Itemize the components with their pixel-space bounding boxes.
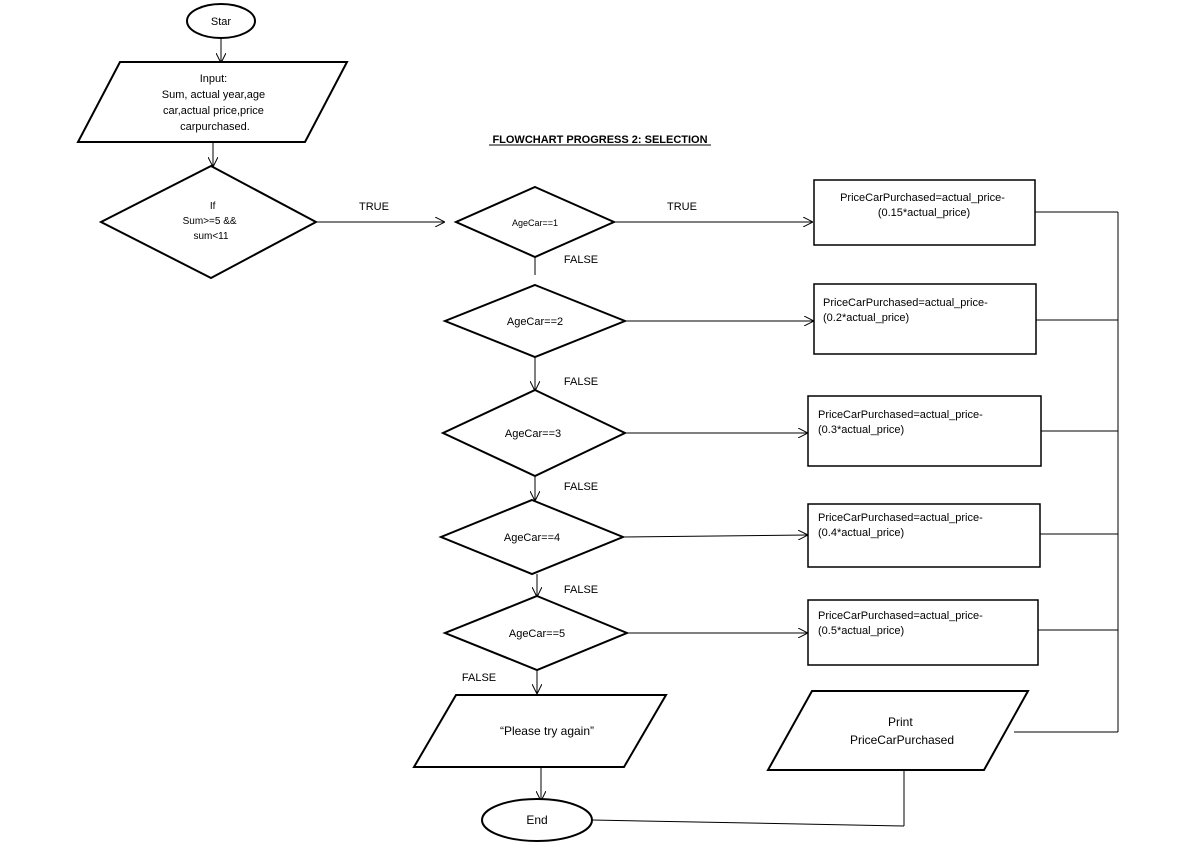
process-box-2-text: PriceCarPurchased=actual_price- (0.2*act… — [823, 297, 991, 324]
decision-agecar-1-label: AgeCar==1 — [512, 218, 558, 228]
print-output — [766, 690, 1030, 771]
main-decision-text: If Sum>=5 && sum<11 — [183, 201, 240, 242]
d1-false-label: FALSE — [564, 254, 598, 266]
decision-agecar-5-label: AgeCar==5 — [509, 628, 565, 640]
connector-d4-box — [622, 535, 807, 537]
main-true-label: TRUE — [359, 201, 389, 213]
main-decision-diamond — [98, 164, 319, 280]
input-parallelogram — [76, 61, 349, 143]
d5-false-label: FALSE — [462, 672, 496, 684]
end-terminal — [481, 798, 593, 842]
d4-false-label: FALSE — [564, 584, 598, 596]
process-box-1 — [813, 179, 1036, 246]
decision-agecar-3-label: AgeCar==3 — [505, 428, 561, 440]
d2-false-label: FALSE — [564, 376, 598, 388]
process-box-5 — [807, 599, 1039, 666]
d1-true-label: TRUE — [667, 201, 697, 213]
decision-agecar-4-label: AgeCar==4 — [504, 532, 560, 544]
d3-false-label: FALSE — [564, 481, 598, 493]
process-box-3-text: PriceCarPurchased=actual_price- (0.3*act… — [818, 409, 986, 436]
input-text: Input: Sum, actual year,age car,actual p… — [162, 73, 268, 133]
end-label: End — [526, 813, 547, 827]
process-box-4 — [807, 503, 1041, 568]
process-box-4-text: PriceCarPurchased=actual_price- (0.4*act… — [818, 512, 986, 539]
process-box-5-text: PriceCarPurchased=actual_price- (0.5*act… — [818, 610, 986, 637]
print-text: Print PriceCarPurchased — [850, 715, 954, 747]
connector-print-end-h — [591, 819, 905, 827]
process-box-1-text: PriceCarPurchased=actual_price- (0.15*ac… — [840, 192, 1008, 219]
try-again-output — [412, 694, 668, 768]
try-again-text: “Please try again” — [500, 724, 594, 738]
diagram-title: FLOWCHART PROGRESS 2: SELECTION — [492, 134, 707, 146]
process-box-3 — [807, 395, 1042, 467]
process-box-2 — [813, 283, 1037, 355]
decision-agecar-4 — [438, 498, 626, 576]
start-label: Star — [211, 16, 232, 28]
decision-agecar-2-label: AgeCar==2 — [507, 316, 563, 328]
